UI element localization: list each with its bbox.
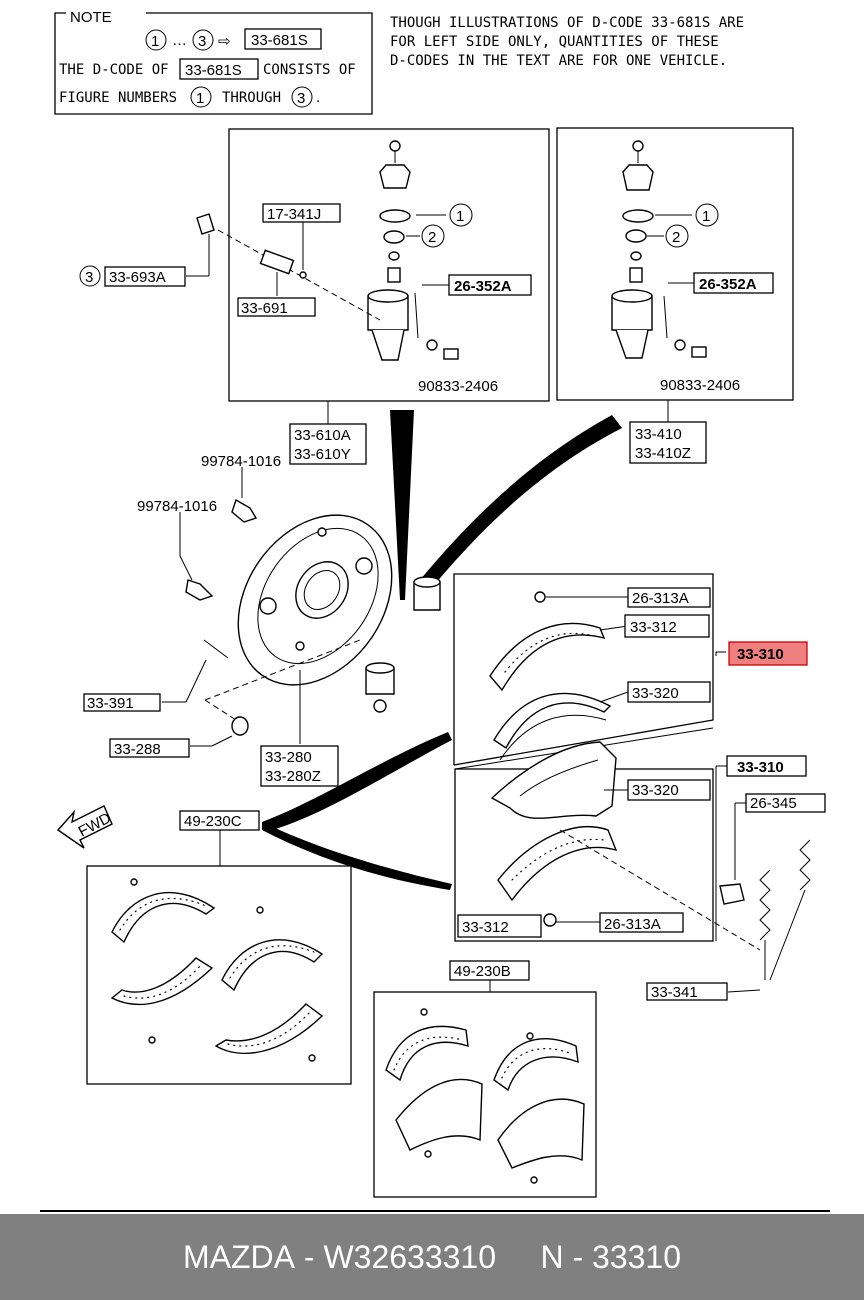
- label-49-230b: 49-230B: [454, 963, 511, 980]
- label-33-691: 33-691: [241, 300, 288, 317]
- note-line3-pre: FIGURE NUMBERS: [59, 90, 177, 106]
- highlighted-part-code-box: [728, 641, 808, 666]
- footer-sep: -: [303, 1238, 315, 1275]
- caption-line-1: THOUGH ILLUSTRATIONS OF D-CODE 33-681S A…: [390, 15, 744, 31]
- caption-line-2: FOR LEFT SIDE ONLY, QUANTITIES OF THESE: [390, 34, 719, 50]
- label-99784-1016-mid: 99784-1016: [137, 498, 217, 515]
- note-heading: NOTE: [70, 9, 112, 26]
- label-33-410: 33-410: [635, 426, 682, 443]
- label-17-341j: 17-341J: [267, 206, 321, 223]
- label-33-312-top: 33-312: [630, 619, 677, 636]
- label-99784-1016-top: 99784-1016: [201, 453, 281, 470]
- brake-shoe-set-bracket: 33-310: [715, 641, 808, 666]
- label-26-313a-bottom: 26-313A: [604, 916, 661, 933]
- wheel-cylinder-right-drawing: [611, 140, 707, 359]
- forward-arrow-icon: FWD: [56, 805, 114, 849]
- label-26-352a-right: 26-352A: [699, 276, 757, 293]
- note-line3-from: 1: [196, 90, 204, 107]
- note-range-to: 3: [198, 33, 206, 50]
- pointer-wedges: [262, 410, 622, 890]
- label-49-230c: 49-230C: [184, 813, 242, 830]
- wheel-cylinder-right-panel: 1 2 26-352A 90833-2406: [556, 127, 794, 401]
- bleeder-screw-group: 3 33-693A: [79, 213, 215, 287]
- wheel-cylinder-left-panel: 1 2 17-341J 33-691 26-352A 90833-2406: [217, 128, 550, 402]
- label-33-310-highlight: 33-310: [737, 646, 784, 663]
- note-box: NOTE 1 … 3 ⇨ 33-681S THE D-CODE OF 33-68…: [54, 9, 373, 115]
- label-33-288: 33-288: [114, 741, 161, 758]
- shoe-kit-b-panel: 49-230B: [373, 960, 597, 1198]
- note-line2-pre: THE D-CODE OF: [59, 62, 169, 78]
- note-line3-to: 3: [297, 90, 305, 107]
- footer-code-prefix: N: [540, 1238, 564, 1275]
- note-range-arrow: ⇨: [218, 33, 231, 50]
- label-33-312-bottom: 33-312: [462, 919, 509, 936]
- label-90833-2406-right: 90833-2406: [660, 377, 740, 394]
- label-33-341: 33-341: [651, 984, 698, 1001]
- label-33-310: 33-310: [737, 759, 784, 776]
- cylinder-left-code-group: 33-610A 33-610Y: [289, 401, 367, 465]
- note-range-code: 33-681S: [251, 32, 308, 49]
- label-33-693a: 33-693A: [109, 269, 166, 286]
- callout-2-right: 2: [672, 229, 680, 246]
- wheel-cylinder-left-drawing: [367, 140, 459, 361]
- note-range-dots: …: [172, 32, 187, 49]
- footer-code: 33310: [592, 1238, 681, 1275]
- note-line2-code: 33-681S: [185, 62, 242, 79]
- footer-caption: MAZDA - W32633310 N - 33310: [0, 1214, 864, 1300]
- brake-shoe-upper-panel: 26-313A 33-312 33-320: [453, 573, 714, 766]
- brake-shoe-lower-panel: 33-320 33-312 26-313A: [454, 727, 714, 942]
- footer-code-sep: -: [572, 1238, 584, 1275]
- caption-line-3: D-CODES IN THE TEXT ARE FOR ONE VEHICLE.: [390, 53, 727, 69]
- label-33-320-top: 33-320: [632, 685, 679, 702]
- callout-2-left: 2: [428, 229, 436, 246]
- caption: THOUGH ILLUSTRATIONS OF D-CODE 33-681S A…: [390, 15, 744, 69]
- note-line3-end: .: [316, 89, 320, 106]
- callout-1-left: 1: [456, 208, 464, 225]
- label-33-391: 33-391: [87, 695, 134, 712]
- label-33-320-bottom: 33-320: [632, 782, 679, 799]
- note-line2-post: CONSISTS OF: [263, 62, 356, 78]
- label-33-280: 33-280: [265, 749, 312, 766]
- note-range-from: 1: [151, 33, 159, 50]
- footer-brand: MAZDA: [183, 1238, 295, 1275]
- callout-3-left: 3: [85, 269, 93, 286]
- return-springs-group: 26-345 33-341: [559, 793, 826, 1001]
- brake-shoe-set-code-group: 33-310: [715, 755, 807, 941]
- label-33-610a: 33-610A: [294, 427, 351, 444]
- footer-bar: [0, 1214, 864, 1300]
- note-line3-mid: THROUGH: [222, 90, 281, 106]
- label-33-280z: 33-280Z: [265, 768, 321, 785]
- callout-1-right: 1: [702, 208, 710, 225]
- label-26-313a-top: 26-313A: [632, 590, 689, 607]
- label-33-610y: 33-610Y: [294, 446, 351, 463]
- label-33-410z: 33-410Z: [635, 445, 691, 462]
- label-26-345: 26-345: [750, 795, 797, 812]
- label-90833-2406-left: 90833-2406: [418, 378, 498, 395]
- label-26-352a-left: 26-352A: [454, 278, 512, 295]
- shoe-kit-c-panel: 49-230C: [86, 810, 352, 1085]
- footer-part-number: W32633310: [323, 1238, 497, 1275]
- backing-plate-group: 99784-1016 99784-1016 33-391 33-288 33-2…: [83, 453, 441, 787]
- cylinder-right-code-group: 33-410 33-410Z: [629, 400, 707, 464]
